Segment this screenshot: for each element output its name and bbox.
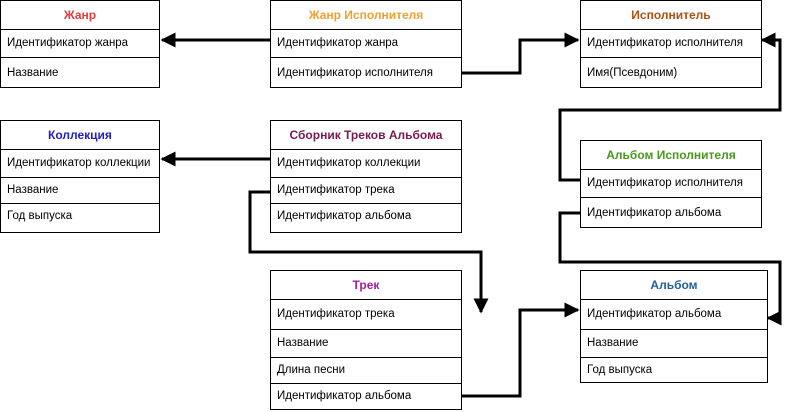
table-collection: Коллекция Идентификатор коллекции Назван… <box>0 120 160 233</box>
field-name: Название <box>1 178 159 204</box>
field-album-id: Идентификатор альбома <box>587 207 722 220</box>
field-artist-id: Идентификатор исполнителя <box>581 170 761 198</box>
link-artist-album-to-album <box>558 211 782 326</box>
field-album-id: Идентификатор альбома <box>277 390 412 403</box>
field-artist-id: Идентификатор исполнителя <box>277 67 433 80</box>
field-genre-id: Идентификатор жанра <box>271 30 461 58</box>
field-collection-id: Идентификатор коллекции <box>271 150 461 178</box>
link-collection-tracks-to-track <box>248 190 489 314</box>
field-release-year: Год выпуска <box>7 210 73 223</box>
link-track-to-album <box>460 302 580 398</box>
table-title: Альбом Исполнителя <box>581 141 761 170</box>
field-release-year: Год выпуска <box>587 364 653 377</box>
link-genre-artist-to-artist <box>460 32 580 75</box>
field-album-id: Идентификатор альбома <box>581 300 767 330</box>
field-name: Название <box>581 330 767 358</box>
table-title: Трек <box>271 271 461 300</box>
field-track-id: Идентификатор трека <box>271 178 461 204</box>
field-genre-id: Идентификатор жанра <box>1 30 159 58</box>
table-title: Альбом <box>581 271 767 300</box>
table-title: Жанр Исполнителя <box>271 1 461 30</box>
table-artist-album: Альбом Исполнителя Идентификатор исполни… <box>580 140 762 228</box>
field-collection-id: Идентификатор коллекции <box>1 150 159 178</box>
table-title: Сборник Треков Альбома <box>271 121 461 150</box>
field-track-id: Идентификатор трека <box>271 300 461 330</box>
field-artist-id: Идентификатор исполнителя <box>581 30 761 58</box>
table-artist: Исполнитель Идентификатор исполнителя Им… <box>580 0 762 88</box>
table-genre: Жанр Идентификатор жанра Название <box>0 0 160 88</box>
table-genre-artist: Жанр Исполнителя Идентификатор жанра Иде… <box>270 0 462 88</box>
field-name: Название <box>271 330 461 358</box>
link-artist-album-to-artist <box>558 32 782 182</box>
table-collection-tracks: Сборник Треков Альбома Идентификатор кол… <box>270 120 462 233</box>
field-song-length: Длина песни <box>271 358 461 384</box>
field-album-id: Идентификатор альбома <box>277 210 412 223</box>
table-title: Жанр <box>1 1 159 30</box>
table-title: Исполнитель <box>581 1 761 30</box>
table-title: Коллекция <box>1 121 159 150</box>
field-artist-name: Имя(Псевдоним) <box>587 67 678 80</box>
table-track: Трек Идентификатор трека Название Длина … <box>270 270 462 410</box>
field-name: Название <box>7 67 59 80</box>
table-album: Альбом Идентификатор альбома Название Го… <box>580 270 768 383</box>
